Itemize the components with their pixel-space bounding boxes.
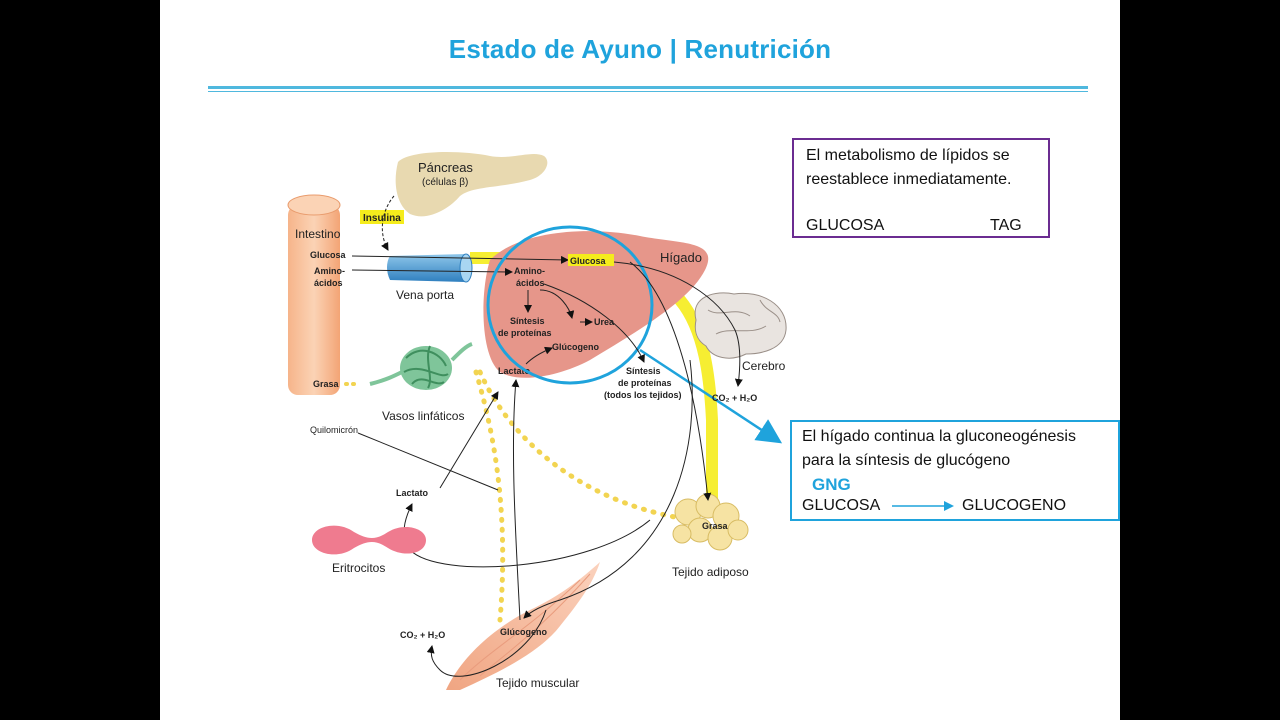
insulin-label: Insulina — [363, 213, 401, 224]
pancreas-shape — [395, 152, 548, 217]
chylomicron-label: Quilomicrón — [310, 425, 358, 435]
liver-note-from: GLUCOSA — [802, 497, 881, 514]
gng-tag: GNG — [812, 475, 851, 494]
portal-vein-label: Vena porta — [396, 288, 454, 302]
title-underline-thin — [208, 91, 1088, 92]
glucose-to-glycogen-arrow — [892, 501, 954, 511]
lipid-note-line-1: El metabolismo de lípidos se — [806, 147, 1010, 164]
liver-note-to: GLUCOGENO — [962, 497, 1067, 514]
liver-amino-label-2: ácidos — [516, 278, 545, 288]
lipid-note-to: TAG — [990, 217, 1022, 234]
intestine-label: Intestino — [295, 227, 341, 241]
tissue-synthesis-label-2: de proteínas — [618, 378, 672, 388]
muscle-glycogen-label: Glúcogeno — [500, 627, 548, 637]
slide: Estado de Ayuno | Renutrición — [160, 0, 1120, 720]
liver-label: Hígado — [660, 250, 702, 265]
urea-label: Urea — [594, 317, 615, 327]
title-underline — [208, 86, 1088, 89]
pancreas-cells-label: (células β) — [422, 177, 468, 188]
metabolism-diagram: Páncreas (células β) Insulina Intestino … — [287, 152, 968, 690]
lipid-metabolism-note: El metabolismo de lípidos se reestablece… — [792, 138, 1050, 238]
liver-note-line-1: El hígado continua la gluconeogénesis — [802, 428, 1076, 445]
tissue-synthesis-label-1: Síntesis — [626, 366, 661, 376]
liver-shape — [483, 231, 709, 378]
callout-arrow — [639, 348, 783, 444]
liver-amino-label-1: Amino- — [514, 266, 545, 276]
slide-title: Estado de Ayuno | Renutrición — [448, 34, 832, 64]
insulin-arrow — [381, 195, 395, 251]
adipose-label: Tejido adiposo — [672, 565, 749, 579]
liver-synthesis-label-2: de proteínas — [498, 328, 552, 338]
lipid-note-line-2: reestablece inmediatamente. — [806, 171, 1012, 188]
muscle-shape — [446, 562, 600, 690]
tissue-synthesis-label-3: (todos los tejidos) — [604, 390, 682, 400]
brain-shape — [694, 292, 787, 359]
liver-glucose-highlight — [568, 254, 614, 266]
liver-note-line-2: para la síntesis de glucógeno — [802, 452, 1011, 469]
erythrocytes-shape — [312, 525, 426, 555]
intestine-amino-label-1: Amino- — [314, 266, 345, 276]
intestine-amino-label-2: ácidos — [314, 278, 343, 288]
intestine-glucose-label: Glucosa — [310, 250, 347, 260]
portal-vein-shape — [387, 254, 465, 282]
liver-synthesis-label-1: Síntesis — [510, 316, 545, 326]
liver-glycogen-label: Glúcogeno — [552, 342, 600, 352]
erythrocytes-label: Eritrocitos — [332, 561, 385, 575]
pancreas-label: Páncreas — [418, 160, 473, 175]
muscle-label: Tejido muscular — [496, 676, 579, 690]
liver-gng-note: El hígado continua la gluconeogénesis pa… — [790, 420, 1120, 521]
intestine-fat-label: Grasa — [313, 379, 340, 389]
liver-glucose-label: Glucosa — [570, 256, 607, 266]
adipose-fat-label: Grasa — [702, 521, 729, 531]
insulin-highlight — [360, 210, 404, 224]
lipid-note-from: GLUCOSA — [806, 217, 885, 234]
lactate-label: Lactato — [396, 488, 429, 498]
adipose-shape — [672, 493, 749, 551]
liver-lactate-label: Lactato — [498, 366, 531, 376]
lymph-vessels-label: Vasos linfáticos — [382, 409, 464, 423]
brain-co2-label: CO₂ + H₂O — [712, 393, 757, 403]
brain-label: Cerebro — [742, 359, 786, 373]
intestine-shape — [288, 205, 340, 395]
lymph-vessels-shape — [369, 342, 473, 390]
liver-highlight-circle — [486, 225, 654, 385]
muscle-co2-label: CO₂ + H₂O — [400, 630, 445, 640]
